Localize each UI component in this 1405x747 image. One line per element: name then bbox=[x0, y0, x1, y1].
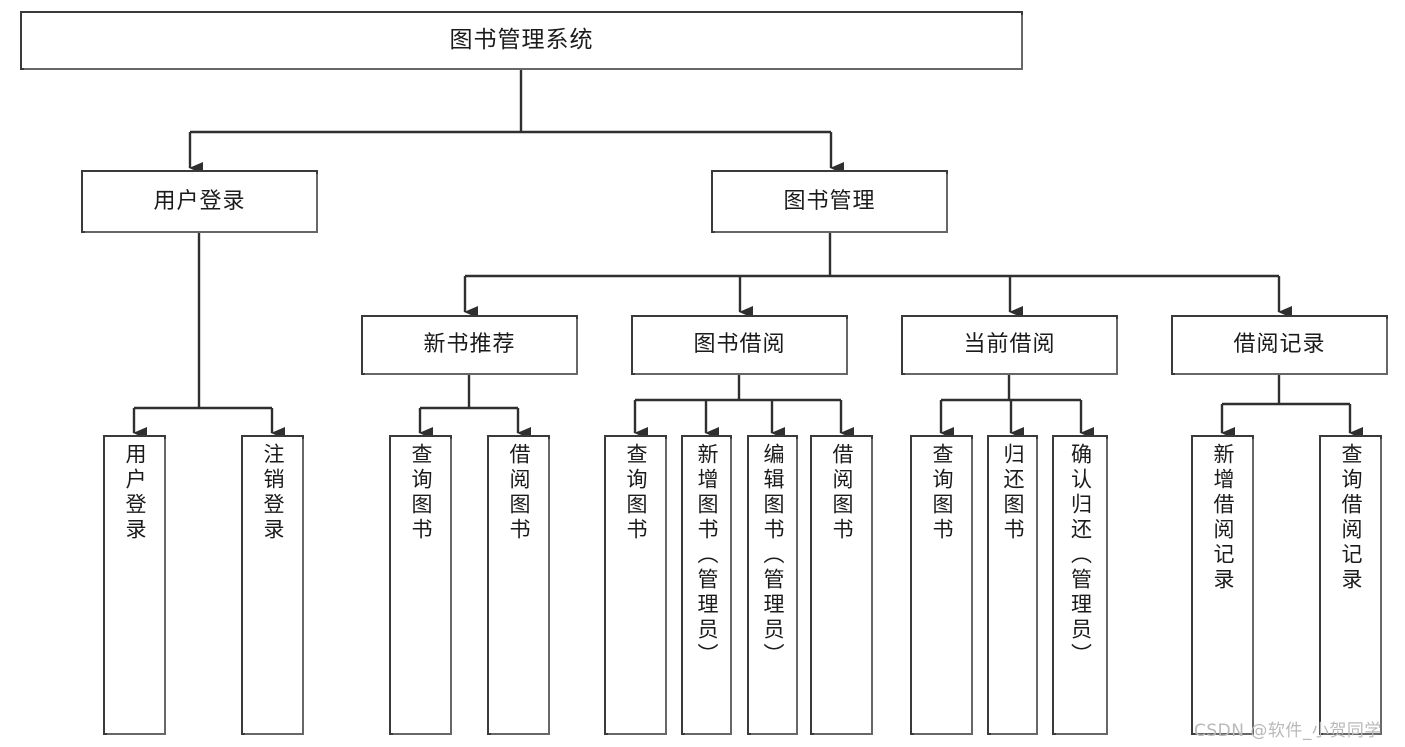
leaf-query-borrow-record[interactable]: 查询借阅记录 bbox=[1319, 435, 1382, 735]
node-label: 图书借阅 bbox=[693, 332, 786, 358]
leaf-return-book[interactable]: 归还图书 bbox=[987, 435, 1038, 735]
node-label: 借阅记录 bbox=[1233, 332, 1326, 358]
leaf-query-book-borrow[interactable]: 查询图书 bbox=[604, 435, 667, 735]
node-label: 查询借阅记录 bbox=[1339, 443, 1363, 593]
leaf-query-book-current[interactable]: 查询图书 bbox=[910, 435, 973, 735]
node-label: 查询图书 bbox=[409, 443, 433, 543]
node-book-management[interactable]: 图书管理 bbox=[711, 170, 948, 233]
leaf-borrow-book-recommend[interactable]: 借阅图书 bbox=[487, 435, 550, 735]
node-label: 借阅图书 bbox=[507, 443, 531, 543]
node-label: 用户登录 bbox=[153, 188, 246, 214]
node-label: 注销登录 bbox=[261, 443, 285, 543]
node-label: 图书管理系统 bbox=[449, 27, 594, 54]
csdn-watermark: CSDN @软件_小贺同学 bbox=[1194, 721, 1382, 741]
node-label: 新增借阅记录 bbox=[1211, 443, 1235, 593]
node-label: 归还图书 bbox=[1001, 443, 1025, 543]
node-root-book-management-system[interactable]: 图书管理系统 bbox=[20, 11, 1023, 70]
node-label: 当前借阅 bbox=[963, 332, 1056, 358]
node-label: 查询图书 bbox=[624, 443, 648, 543]
node-label: 用户登录 bbox=[123, 443, 147, 543]
leaf-confirm-return-admin[interactable]: 确认归还（管理员） bbox=[1052, 435, 1108, 735]
node-label: 新书推荐 bbox=[423, 332, 516, 358]
leaf-logout[interactable]: 注销登录 bbox=[241, 435, 304, 735]
node-label: 查询图书 bbox=[930, 443, 954, 543]
leaf-query-book-recommend[interactable]: 查询图书 bbox=[389, 435, 452, 735]
leaf-edit-book-admin[interactable]: 编辑图书（管理员） bbox=[747, 435, 798, 735]
node-label: 新增图书（管理员） bbox=[695, 443, 719, 668]
leaf-user-login[interactable]: 用户登录 bbox=[103, 435, 166, 735]
node-borrow-record[interactable]: 借阅记录 bbox=[1171, 315, 1388, 375]
leaf-add-borrow-record[interactable]: 新增借阅记录 bbox=[1191, 435, 1254, 735]
leaf-borrow-book[interactable]: 借阅图书 bbox=[810, 435, 873, 735]
node-label: 借阅图书 bbox=[830, 443, 854, 543]
leaf-add-book-admin[interactable]: 新增图书（管理员） bbox=[681, 435, 732, 735]
node-user-login[interactable]: 用户登录 bbox=[81, 170, 318, 233]
node-book-borrow[interactable]: 图书借阅 bbox=[631, 315, 848, 375]
node-label: 确认归还（管理员） bbox=[1068, 443, 1093, 668]
node-label: 编辑图书（管理员） bbox=[761, 443, 785, 668]
node-current-borrow[interactable]: 当前借阅 bbox=[901, 315, 1118, 375]
node-label: 图书管理 bbox=[783, 188, 876, 214]
node-new-book-recommend[interactable]: 新书推荐 bbox=[361, 315, 578, 375]
